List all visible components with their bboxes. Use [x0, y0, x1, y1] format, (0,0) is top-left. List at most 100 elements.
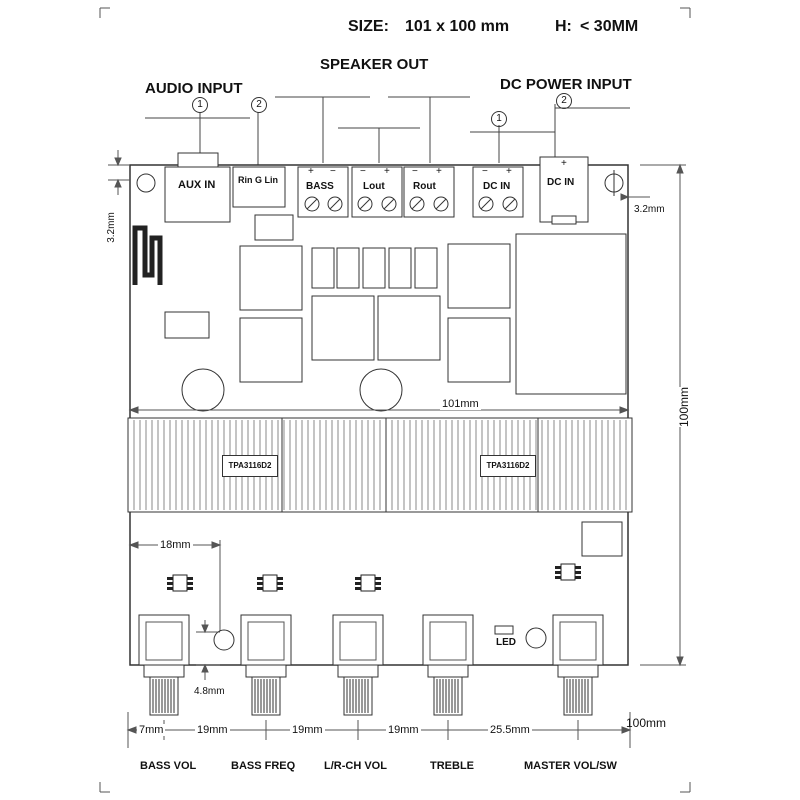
- aux-in-label: AUX IN: [178, 179, 216, 191]
- size-label: SIZE:: [348, 18, 389, 35]
- chip-pin: [355, 577, 361, 580]
- chip-pin: [257, 582, 263, 585]
- pot-collar: [427, 664, 469, 678]
- led-hole: [525, 627, 547, 649]
- dimension-4-8mm: [196, 620, 220, 680]
- audio-input-heading: AUDIO INPUT: [145, 80, 243, 97]
- minus-sign: −: [482, 166, 488, 177]
- height-value: < 30MM: [580, 18, 639, 35]
- pot-collar: [245, 664, 287, 678]
- chip-pin: [575, 576, 581, 579]
- height-label: H:: [555, 18, 572, 35]
- led-label: LED: [496, 637, 516, 648]
- pot-shaft: [149, 676, 179, 716]
- pot-collar: [557, 664, 599, 678]
- component-small-rect: [254, 214, 294, 241]
- rin-g-lin-header: [232, 166, 286, 208]
- knob-label-master-vol-sw: MASTER VOL/SW: [524, 760, 617, 772]
- dc-power-input-heading: DC POWER INPUT: [500, 76, 632, 93]
- marker-dc-1: 1: [491, 111, 507, 127]
- op-amp-chip: [360, 574, 376, 592]
- chip-pin: [575, 571, 581, 574]
- amp-chip-left: TPA3116D2: [222, 455, 278, 477]
- chip-pin: [355, 587, 361, 590]
- rout-terminal-label: Rout: [413, 181, 436, 192]
- chip-pin: [375, 577, 381, 580]
- dim-spacing-19mm-c: 19mm: [386, 724, 421, 736]
- chip-pin: [277, 582, 283, 585]
- marker-audio-1: 1: [192, 97, 208, 113]
- bass-terminal-label: BASS: [306, 181, 334, 192]
- op-amp-chip: [172, 574, 188, 592]
- chip-pin: [187, 577, 193, 580]
- marker-audio-2: 2: [251, 97, 267, 113]
- pot-inner: [429, 621, 467, 661]
- heatsink-fins: [133, 418, 627, 512]
- chip-pin: [187, 582, 193, 585]
- dim-spacing-19mm-a: 19mm: [195, 724, 230, 736]
- chip-pin: [167, 587, 173, 590]
- mounting-hole-top-left: [136, 173, 156, 193]
- amp-chip-right: TPA3116D2: [480, 455, 536, 477]
- corner-mark-bottom-right: [680, 782, 691, 793]
- aux-in-jack: [164, 166, 231, 223]
- dc-in-jack: [539, 156, 589, 223]
- dim-hole-offset-right: 3.2mm: [634, 204, 665, 215]
- chip-pin: [257, 587, 263, 590]
- chip-pin: [277, 587, 283, 590]
- hole-offset-dims: [108, 150, 650, 201]
- dim-spacing-7mm: 7mm: [137, 724, 166, 736]
- op-amp-chip: [262, 574, 278, 592]
- chip-pin: [187, 587, 193, 590]
- chip-pin: [555, 571, 561, 574]
- knob-label-lr-ch-vol: L/R-CH VOL: [324, 760, 387, 772]
- corner-mark-top-right: [680, 7, 691, 18]
- capacitor-right: [359, 368, 403, 412]
- chip-pin: [575, 566, 581, 569]
- knob-label-bass-freq: BASS FREQ: [231, 760, 296, 772]
- amp-chip-right-label: TPA3116D2: [486, 461, 530, 470]
- chip-pin: [257, 577, 263, 580]
- minus-sign: −: [412, 166, 418, 177]
- dim-hole-offset-left: 3.2mm: [105, 212, 117, 243]
- dim-100mm-vertical-label: 100mm: [677, 386, 692, 428]
- dim-spacing-19mm-b: 19mm: [290, 724, 325, 736]
- plus-sign: +: [384, 166, 390, 177]
- speaker-out-heading: SPEAKER OUT: [320, 56, 429, 73]
- dim-total-100mm: 100mm: [626, 716, 667, 730]
- corner-mark-bottom-left: [99, 782, 110, 793]
- size-value: 101 x 100 mm: [405, 18, 510, 35]
- chip-pin: [375, 582, 381, 585]
- mount-hole-lower-left: [213, 629, 235, 651]
- chip-pin: [355, 582, 361, 585]
- antenna-trace-icon: [132, 225, 163, 285]
- lout-terminal-label: Lout: [363, 181, 385, 192]
- component-lower-right-square: [581, 521, 623, 557]
- knob-label-bass-vol: BASS VOL: [140, 760, 197, 772]
- corner-mark-top-left: [99, 7, 110, 18]
- upper-components: [164, 233, 627, 395]
- screw-slots: [306, 198, 516, 210]
- pot-shaft: [563, 676, 593, 716]
- dimension-101mm: [128, 406, 630, 414]
- potentiometers: [138, 614, 604, 740]
- pot-collar: [143, 664, 185, 678]
- chip-pin: [277, 577, 283, 580]
- plus-sign: +: [308, 166, 314, 177]
- capacitor-left: [181, 368, 225, 412]
- pot-inner: [145, 621, 183, 661]
- pot-inner: [559, 621, 597, 661]
- chip-pin: [167, 582, 173, 585]
- dim-18mm-label: 18mm: [158, 539, 193, 551]
- pot-shaft: [433, 676, 463, 716]
- knob-label-treble: TREBLE: [430, 760, 474, 772]
- chip-pin: [375, 587, 381, 590]
- dc-in-terminal-label: DC IN: [483, 181, 511, 192]
- minus-sign: −: [360, 166, 366, 177]
- dc-in-jack-label: DC IN: [547, 177, 575, 188]
- minus-sign: −: [330, 166, 336, 177]
- chip-pin: [555, 566, 561, 569]
- aux-jack-body-top: [177, 152, 219, 168]
- chip-pin: [167, 577, 173, 580]
